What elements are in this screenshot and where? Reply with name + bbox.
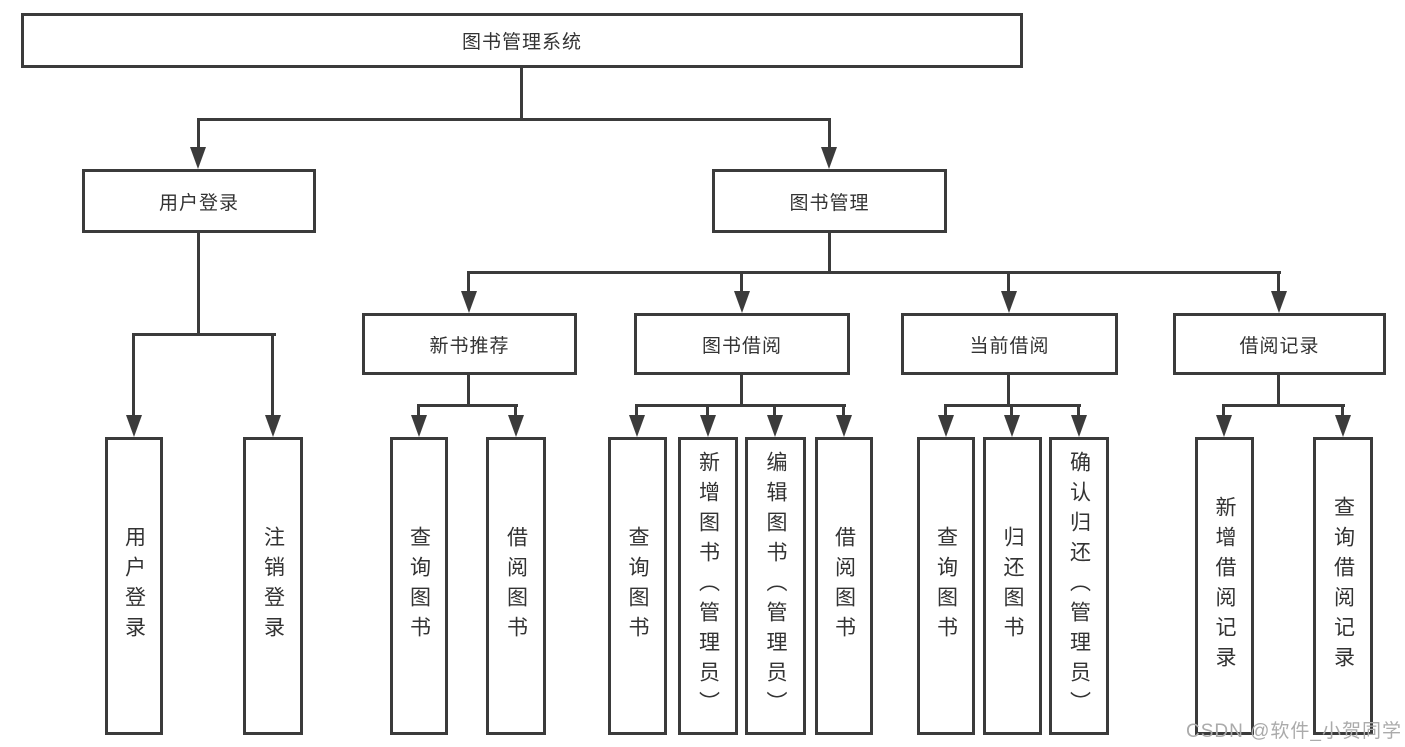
arrowhead-down-icon	[1001, 291, 1017, 313]
leaf-cb-query-books: 查询图书	[917, 437, 975, 735]
connector-line	[417, 404, 420, 418]
leaf-bb-add-books-admin: 新增图书（管理员）	[678, 437, 738, 735]
connector-line	[467, 271, 470, 293]
connector-line	[197, 118, 200, 150]
connector-line	[828, 233, 831, 273]
node-current-borrow: 当前借阅	[901, 313, 1118, 375]
connector-line	[1222, 404, 1345, 407]
connector-line	[197, 118, 831, 121]
leaf-logout: 注销登录	[243, 437, 303, 735]
connector-line	[514, 404, 517, 418]
node-book-borrow-label: 图书借阅	[701, 335, 782, 357]
leaf-cb-confirm-return-admin-label: 确认归还（管理员）	[1067, 451, 1091, 721]
connector-line	[706, 404, 709, 418]
connector-line	[1007, 271, 1010, 293]
leaf-rec-borrow-books: 借阅图书	[486, 437, 546, 735]
arrowhead-down-icon	[1216, 415, 1232, 437]
connector-line	[1077, 404, 1080, 418]
connector-line	[635, 404, 846, 407]
leaf-rec-borrow-books-label: 借阅图书	[504, 526, 528, 646]
leaf-user-login-label: 用户登录	[122, 526, 146, 646]
arrowhead-down-icon	[1335, 415, 1351, 437]
leaf-br-query-record-label: 查询借阅记录	[1331, 496, 1355, 676]
connector-line	[197, 233, 200, 335]
arrowhead-down-icon	[461, 291, 477, 313]
node-user-login: 用户登录	[82, 169, 316, 233]
arrowhead-down-icon	[190, 147, 206, 169]
arrowhead-down-icon	[821, 147, 837, 169]
leaf-bb-add-books-admin-label: 新增图书（管理员）	[696, 451, 720, 721]
connector-line	[740, 271, 743, 293]
leaf-logout-label: 注销登录	[261, 526, 285, 646]
arrowhead-down-icon	[126, 415, 142, 437]
connector-line	[828, 118, 831, 150]
connector-line	[467, 375, 470, 406]
arrowhead-down-icon	[508, 415, 524, 437]
connector-line	[1277, 375, 1280, 406]
connector-line	[132, 333, 276, 336]
connector-line	[271, 333, 274, 417]
node-new-book-recommend: 新书推荐	[362, 313, 577, 375]
connector-line	[1007, 375, 1010, 406]
leaf-br-query-record: 查询借阅记录	[1313, 437, 1373, 735]
node-new-book-recommend-label: 新书推荐	[429, 335, 510, 357]
connector-line	[1222, 404, 1225, 418]
leaf-rec-query-books-label: 查询图书	[407, 526, 431, 646]
leaf-bb-edit-books-admin-label: 编辑图书（管理员）	[764, 451, 787, 721]
connector-line	[1341, 404, 1344, 418]
leaf-bb-borrow-books: 借阅图书	[815, 437, 873, 735]
leaf-bb-query-books: 查询图书	[608, 437, 667, 735]
connector-line	[635, 404, 638, 418]
node-current-borrow-label: 当前借阅	[969, 335, 1050, 357]
leaf-cb-confirm-return-admin: 确认归还（管理员）	[1049, 437, 1109, 735]
connector-line	[132, 333, 135, 417]
leaf-cb-query-books-label: 查询图书	[934, 526, 958, 646]
node-borrow-records-label: 借阅记录	[1239, 335, 1320, 357]
arrowhead-down-icon	[938, 415, 954, 437]
node-book-management-label: 图书管理	[789, 192, 870, 214]
leaf-br-add-record-label: 新增借阅记录	[1213, 496, 1236, 676]
leaf-bb-query-books-label: 查询图书	[626, 526, 649, 646]
arrowhead-down-icon	[1271, 291, 1287, 313]
node-book-borrow: 图书借阅	[634, 313, 850, 375]
leaf-cb-return-books: 归还图书	[983, 437, 1042, 735]
arrowhead-down-icon	[767, 415, 783, 437]
arrowhead-down-icon	[1004, 415, 1020, 437]
connector-line	[944, 404, 947, 418]
connector-line	[417, 404, 518, 407]
connector-line	[1010, 404, 1013, 418]
arrowhead-down-icon	[700, 415, 716, 437]
arrowhead-down-icon	[411, 415, 427, 437]
node-book-management: 图书管理	[712, 169, 947, 233]
connector-line	[773, 404, 776, 418]
arrowhead-down-icon	[734, 291, 750, 313]
arrowhead-down-icon	[1071, 415, 1087, 437]
leaf-bb-borrow-books-label: 借阅图书	[832, 526, 856, 646]
node-user-login-label: 用户登录	[158, 192, 239, 214]
node-root: 图书管理系统	[21, 13, 1023, 68]
arrowhead-down-icon	[265, 415, 281, 437]
arrowhead-down-icon	[836, 415, 852, 437]
connector-line	[520, 68, 523, 120]
connector-line	[842, 404, 845, 418]
leaf-bb-edit-books-admin: 编辑图书（管理员）	[745, 437, 806, 735]
arrowhead-down-icon	[629, 415, 645, 437]
leaf-cb-return-books-label: 归还图书	[1001, 526, 1024, 646]
leaf-rec-query-books: 查询图书	[390, 437, 448, 735]
leaf-br-add-record: 新增借阅记录	[1195, 437, 1254, 735]
connector-line	[740, 375, 743, 406]
node-root-label: 图书管理系统	[461, 32, 582, 53]
node-borrow-records: 借阅记录	[1173, 313, 1386, 375]
connector-line	[467, 271, 1281, 274]
leaf-user-login: 用户登录	[105, 437, 163, 735]
connector-line	[1277, 271, 1280, 293]
csdn-watermark: CSDN @软件_小贺同学	[1186, 721, 1402, 742]
